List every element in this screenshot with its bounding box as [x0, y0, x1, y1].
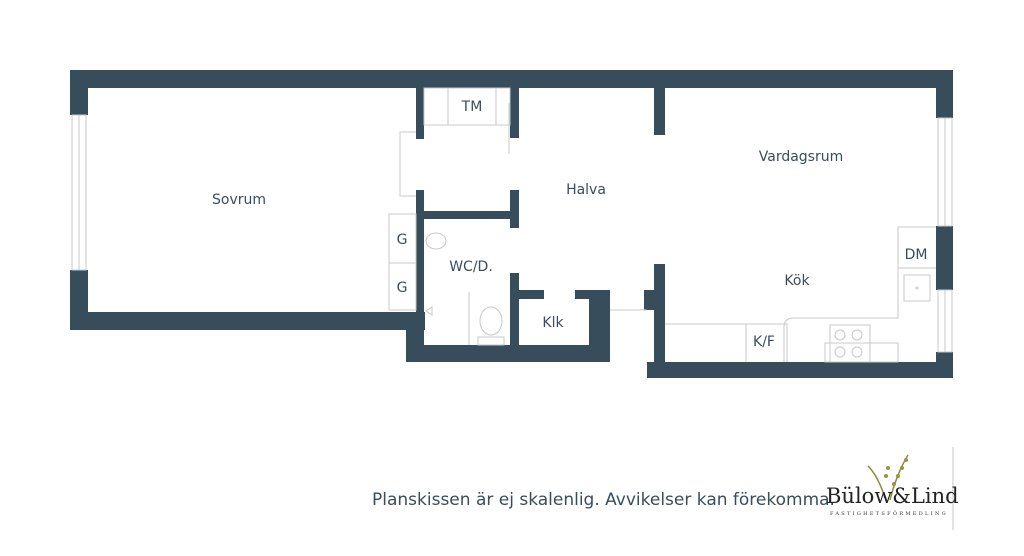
fixture-label-g: G	[396, 280, 408, 296]
fixture-label-dm: DM	[904, 247, 928, 263]
fixtures	[388, 87, 954, 530]
room-label-kok: Kök	[784, 273, 810, 289]
room-label-klk: Klk	[542, 315, 564, 331]
brand-logo: Bülow&Lind	[826, 484, 959, 508]
fixture-label-g: G	[396, 232, 408, 248]
disclaimer-caption: Planskissen är ej skalenlig. Avvikelser …	[372, 490, 835, 510]
fixture-label-kf: K/F	[753, 334, 775, 350]
room-label-sovrum: Sovrum	[211, 192, 267, 208]
room-label-vardagsrum: Vardagsrum	[758, 149, 844, 165]
room-label-halva: Halva	[566, 182, 606, 198]
windows	[71, 114, 953, 353]
fixture-label-tm: TM	[461, 99, 483, 115]
logo-wheat	[867, 454, 909, 501]
walls	[70, 70, 953, 378]
room-label-wc: WC/D.	[449, 259, 493, 275]
brand-tagline: FASTIGHETSFÖRMEDLING	[830, 511, 948, 517]
